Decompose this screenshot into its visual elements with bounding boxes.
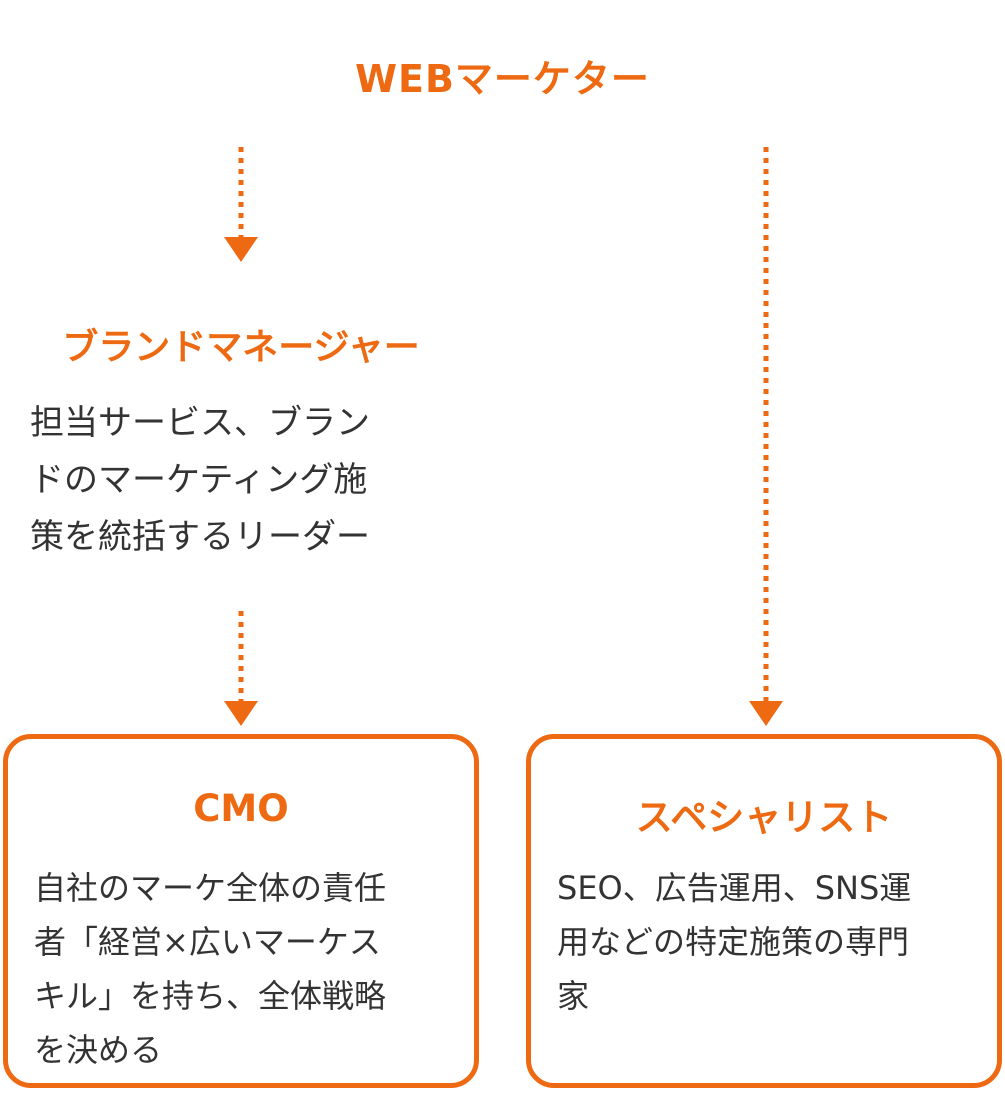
brand-manager-title: ブランドマネージャー <box>62 327 420 368</box>
brand-manager-desc-line: ドのマーケティング施 <box>30 460 368 500</box>
cmo-card: CMO 自社のマーケ全体の責任 者「経営×広いマーケス キル」を持ち、全体戦略 … <box>3 734 479 1088</box>
cmo-description: 自社のマーケ全体の責任 者「経営×広いマーケス キル」を持ち、全体戦略 を決める <box>34 861 444 1077</box>
cmo-desc-line: 者「経営×広いマーケス <box>34 923 381 961</box>
specialist-title: スペシャリスト <box>635 796 893 839</box>
specialist-desc-line: 用などの特定施策の専門 <box>557 923 910 961</box>
specialist-card: スペシャリスト SEO、広告運用、SNS運 用などの特定施策の専門 家 <box>526 734 1002 1088</box>
specialist-desc-line: 家 <box>557 977 590 1015</box>
arrow-to-brand-manager <box>224 147 258 262</box>
cmo-title: CMO <box>193 787 289 830</box>
web-marketer-title: WEBマーケター <box>355 57 650 101</box>
brand-manager-desc-line: 担当サービス、ブラン <box>30 403 370 443</box>
brand-manager-description: 担当サービス、ブラン ドのマーケティング施 策を統括するリーダー <box>30 395 460 566</box>
specialist-desc-line: SEO、広告運用、SNS運 <box>557 869 912 907</box>
cmo-desc-line: キル」を持ち、全体戦略 <box>34 977 387 1015</box>
brand-manager-desc-line: 策を統括するリーダー <box>30 517 370 557</box>
arrow-to-specialist <box>749 147 783 726</box>
specialist-description: SEO、広告運用、SNS運 用などの特定施策の専門 家 <box>557 861 967 1023</box>
arrow-to-cmo <box>224 611 258 726</box>
cmo-desc-line: を決める <box>34 1031 163 1069</box>
cmo-desc-line: 自社のマーケ全体の責任 <box>34 869 387 907</box>
